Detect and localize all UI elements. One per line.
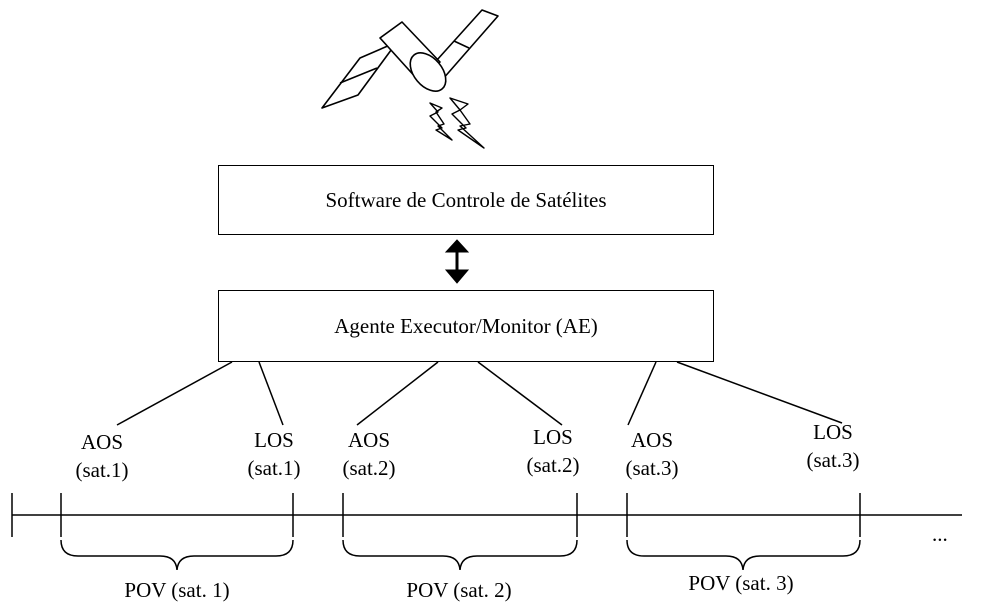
- marker-event: LOS: [254, 428, 294, 452]
- marker-event: AOS: [630, 428, 673, 452]
- period-label-sat3: POV (sat. 3): [688, 571, 794, 595]
- marker-sat: (sat.1): [75, 458, 129, 482]
- marker-event: AOS: [347, 428, 390, 452]
- satellite-icon: [321, 9, 499, 109]
- marker-los-sat3: LOS (sat.3): [778, 418, 888, 474]
- marker-los-sat2: LOS (sat.2): [498, 423, 608, 479]
- marker-sat: (sat.3): [806, 448, 860, 472]
- timeline: [11, 493, 962, 537]
- executor-monitor-agent-box: Agente Executor/Monitor (AE): [218, 290, 714, 362]
- marker-aos-sat3: AOS (sat.3): [597, 426, 707, 482]
- satellite-control-software-box: Software de Controle de Satélites: [218, 165, 714, 235]
- period-label-sat1: POV (sat. 1): [124, 578, 230, 602]
- signal-icon: [429, 97, 485, 149]
- marker-aos-sat2: AOS (sat.2): [314, 426, 424, 482]
- marker-event: AOS: [80, 430, 123, 454]
- marker-event: LOS: [533, 425, 573, 449]
- software-box-label: Software de Controle de Satélites: [325, 187, 607, 212]
- marker-sat: (sat.1): [247, 456, 301, 480]
- continuation-ellipsis: ...: [932, 522, 948, 546]
- marker-los-sat1: LOS (sat.1): [219, 426, 329, 482]
- marker-sat: (sat.3): [625, 456, 679, 480]
- connector-lines: [116, 361, 843, 426]
- period-label-sat2: POV (sat. 2): [406, 578, 512, 602]
- agent-box-label: Agente Executor/Monitor (AE): [334, 313, 598, 338]
- marker-event: LOS: [813, 420, 853, 444]
- double-arrow-icon: [444, 239, 470, 284]
- marker-sat: (sat.2): [526, 453, 580, 477]
- marker-sat: (sat.2): [342, 456, 396, 480]
- period-braces: [60, 539, 861, 571]
- marker-aos-sat1: AOS (sat.1): [47, 428, 157, 484]
